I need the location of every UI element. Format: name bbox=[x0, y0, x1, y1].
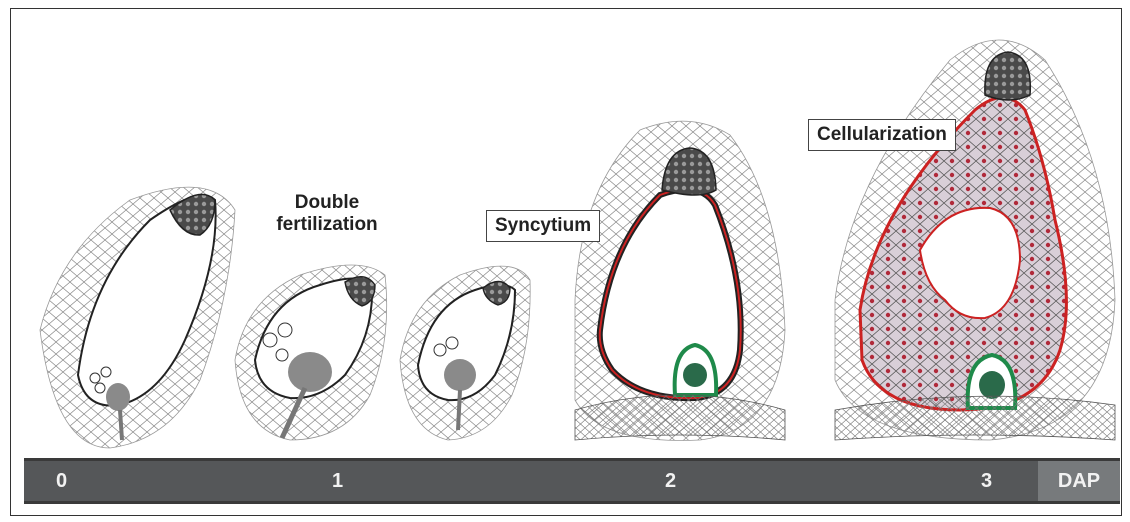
ovule-stage-0 bbox=[40, 187, 235, 448]
seed-stage-3 bbox=[835, 40, 1115, 440]
ovule-stage-1a bbox=[235, 265, 387, 440]
double-fertilization-line1: Double bbox=[262, 192, 392, 214]
double-fertilization-line2: fertilization bbox=[262, 214, 392, 236]
double-fertilization-label: Double fertilization bbox=[262, 192, 392, 236]
tick-label-2: 2 bbox=[665, 470, 676, 493]
tick-label-1: 1 bbox=[332, 470, 343, 493]
time-axis-bar: 0 1 2 3 DAP bbox=[24, 458, 1120, 504]
cellularization-label: Cellularization bbox=[808, 119, 956, 151]
tick-label-3: 3 bbox=[981, 470, 992, 493]
dap-unit-label: DAP bbox=[1038, 461, 1120, 501]
seed-stage-2 bbox=[575, 121, 785, 440]
syncytium-label: Syncytium bbox=[486, 210, 600, 242]
tick-label-0: 0 bbox=[56, 470, 67, 493]
ovule-stage-1b bbox=[400, 266, 530, 440]
